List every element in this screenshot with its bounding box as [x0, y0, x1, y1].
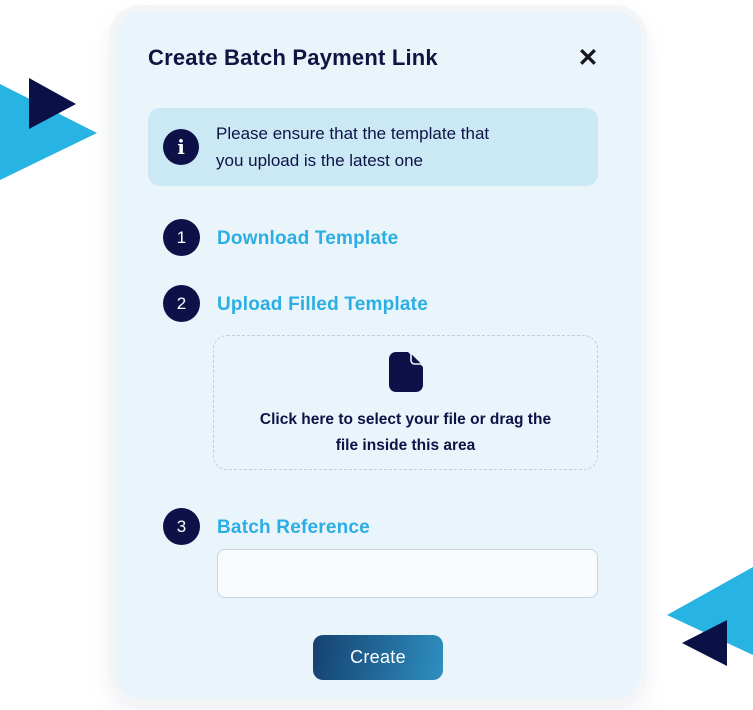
step-3-number: 3 [176, 516, 187, 536]
batch-reference-input[interactable] [217, 549, 598, 598]
upload-filled-template-label[interactable]: Upload Filled Template [217, 294, 428, 315]
create-button[interactable]: Create [313, 635, 443, 680]
create-batch-payment-link-modal: Create Batch Payment Link ✕ i Please ens… [115, 11, 641, 699]
cyan-triangle [667, 567, 753, 655]
dropzone-text: Click here to select your file or drag t… [214, 407, 597, 459]
info-banner: i Please ensure that the template that y… [148, 108, 598, 186]
step-2-number: 2 [176, 293, 187, 313]
info-banner-line2: you upload is the latest one [216, 151, 423, 170]
info-icon: i [163, 129, 199, 165]
dropzone-line1: Click here to select your file or drag t… [259, 411, 552, 428]
decorative-triangles-right [667, 567, 753, 666]
dropzone-line2: file inside this area [335, 437, 476, 454]
step-1-badge: 1 [163, 219, 200, 256]
download-template-link[interactable]: Download Template [217, 228, 399, 249]
navy-triangle [682, 620, 727, 666]
info-banner-text: Please ensure that the template that you… [216, 120, 489, 174]
file-icon [388, 350, 424, 397]
navy-triangle [29, 78, 76, 129]
batch-reference-label[interactable]: Batch Reference [217, 517, 370, 538]
step-3-badge: 3 [163, 508, 200, 545]
cyan-triangle [0, 84, 97, 180]
modal-title: Create Batch Payment Link [148, 45, 438, 70]
step-1-number: 1 [176, 227, 187, 247]
decorative-triangles-left [0, 78, 97, 180]
close-icon[interactable]: ✕ [571, 41, 605, 75]
info-banner-line1: Please ensure that the template that [216, 124, 490, 143]
file-dropzone[interactable]: Click here to select your file or drag t… [213, 335, 598, 470]
info-icon-glyph: i [177, 135, 185, 159]
step-2-badge: 2 [163, 285, 200, 322]
